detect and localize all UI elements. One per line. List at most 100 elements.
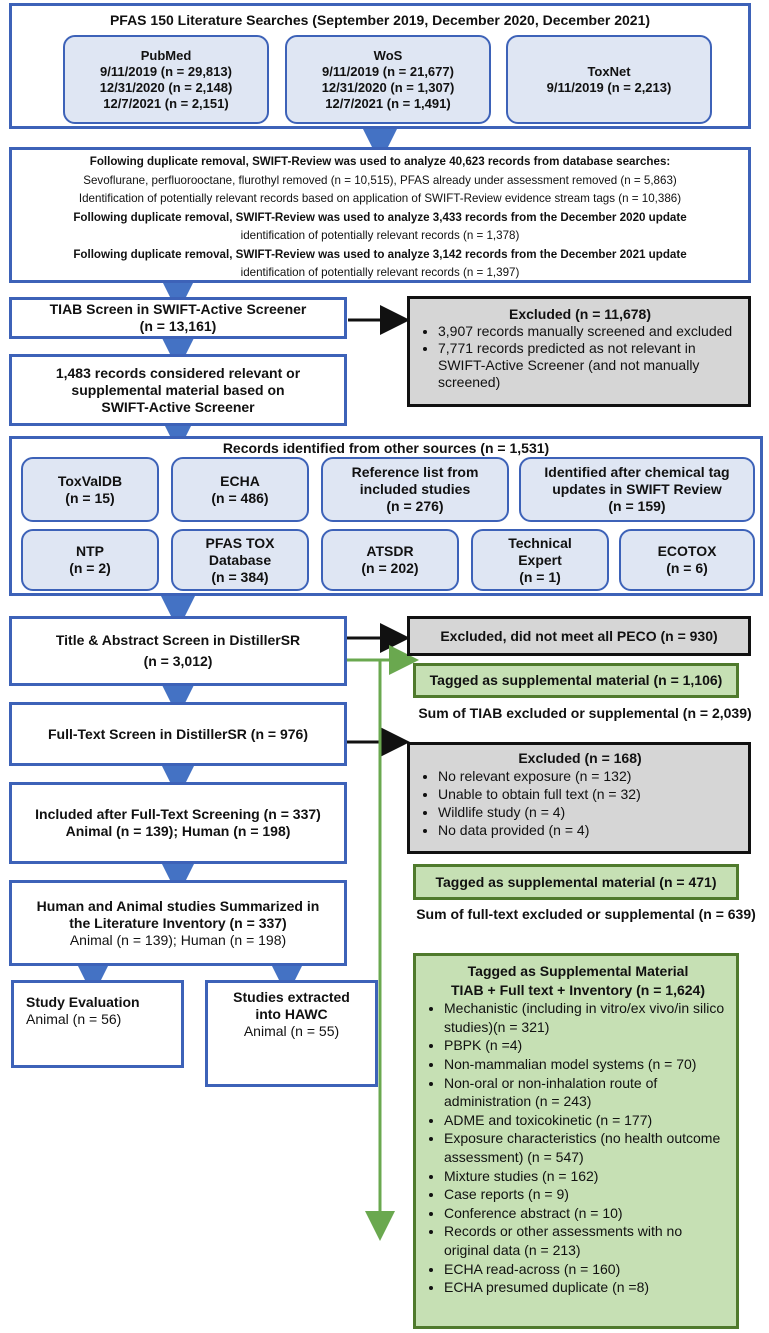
search-title: PFAS 150 Literature Searches (September …: [109, 12, 651, 28]
swift-line-4: Following duplicate removal, SWIFT-Revie…: [73, 210, 687, 224]
source-pfas-tox-database: PFAS TOX Database (n = 384): [171, 529, 309, 591]
swift-line-6: Following duplicate removal, SWIFT-Revie…: [73, 247, 687, 261]
wos-box: WoS 9/11/2019 (n = 21,677) 12/31/2020 (n…: [285, 35, 491, 124]
list-item: 3,907 records manually screened and excl…: [438, 323, 740, 340]
database-name: WoS: [373, 47, 403, 63]
swift-line-2: Sevoflurane, perfluorooctane, flurothyl …: [83, 173, 677, 187]
database-count: 12/7/2021 (n = 2,151): [103, 95, 229, 111]
sum-ft-text: Sum of full-text excluded or supplementa…: [416, 906, 756, 922]
database-name: ToxNet: [587, 63, 631, 79]
excluded-peco-box: Excluded, did not meet all PECO (n = 930…: [407, 616, 751, 656]
database-name: PubMed: [140, 47, 192, 63]
inventory-breakdown: Animal (n = 139); Human (n = 198): [69, 931, 287, 948]
list-item: Wildlife study (n = 4): [438, 803, 740, 821]
included-title: Included after Full-Text Screening (n = …: [35, 806, 321, 822]
swift-review-box: Following duplicate removal, SWIFT-Revie…: [9, 147, 751, 283]
list-item: 7,771 records predicted as not relevant …: [438, 340, 740, 391]
source-count: (n = 486): [211, 489, 269, 506]
tagged-tiab-text: Tagged as supplemental material (n = 1,1…: [429, 672, 723, 688]
relevant-records-box: 1,483 records considered relevant or sup…: [9, 354, 347, 426]
tagged-tiab-box: Tagged as supplemental material (n = 1,1…: [413, 663, 739, 698]
excluded-ft-title: Excluded (n = 168): [518, 750, 642, 766]
literature-inventory-box: Human and Animal studies Summarized in t…: [9, 880, 347, 966]
ta-screen-title: Title & Abstract Screen in DistillerSR: [55, 632, 301, 648]
included-breakdown: Animal (n = 139); Human (n = 198): [65, 823, 291, 839]
pubmed-box: PubMed 9/11/2019 (n = 29,813) 12/31/2020…: [63, 35, 269, 124]
list-item: Conference abstract (n = 10): [444, 1204, 730, 1223]
literature-search-box: PFAS 150 Literature Searches (September …: [9, 3, 751, 129]
excluded-fulltext-box: Excluded (n = 168) No relevant exposure …: [407, 742, 751, 854]
excluded-active-box: Excluded (n = 11,678) 3,907 records manu…: [407, 296, 751, 407]
source-count: (n = 2): [69, 560, 111, 576]
source-echa: ECHA (n = 486): [171, 457, 309, 522]
relevant-line: supplemental material based on: [71, 381, 285, 398]
tiab-active-screener-box: TIAB Screen in SWIFT-Active Screener (n …: [9, 297, 347, 339]
tiab-active-count: (n = 13,161): [139, 318, 217, 334]
database-count: 12/7/2021 (n = 1,491): [325, 95, 451, 111]
supplemental-list: Mechanistic (including in vitro/ex vivo/…: [426, 999, 730, 1297]
sum-tiab-text: Sum of TIAB excluded or supplemental (n …: [418, 705, 752, 721]
database-count: 9/11/2019 (n = 2,213): [546, 79, 672, 95]
list-item: No data provided (n = 4): [438, 821, 740, 839]
excluded-active-title: Excluded (n = 11,678): [508, 306, 651, 322]
list-item: No relevant exposure (n = 132): [438, 767, 740, 785]
tagged-ft-text: Tagged as supplemental material (n = 471…: [435, 873, 717, 890]
hawc-box: Studies extracted into HAWC Animal (n = …: [205, 980, 378, 1087]
source-count: (n = 15): [65, 489, 115, 506]
source-technical-expert: Technical Expert (n = 1): [471, 529, 609, 591]
source-name: Technical Expert: [508, 534, 572, 568]
swift-line-3: Identification of potentially relevant r…: [78, 192, 682, 205]
source-ecotox: ECOTOX (n = 6): [619, 529, 755, 591]
source-reference-list: Reference list from included studies (n …: [321, 457, 509, 522]
full-text-screen-box: Full-Text Screen in DistillerSR (n = 976…: [9, 702, 347, 766]
swift-line-1: Following duplicate removal, SWIFT-Revie…: [89, 155, 671, 168]
other-sources-box: Records identified from other sources (n…: [9, 436, 763, 596]
inventory-line: Human and Animal studies Summarized in: [36, 897, 320, 914]
excluded-peco-text: Excluded, did not meet all PECO (n = 930…: [440, 627, 718, 644]
tagged-fulltext-box: Tagged as supplemental material (n = 471…: [413, 864, 739, 900]
source-count: (n = 384): [211, 568, 269, 585]
hawc-title: Studies extracted into HAWC: [233, 989, 350, 1022]
inventory-line: the Literature Inventory (n = 337): [69, 914, 287, 931]
toxnet-box: ToxNet 9/11/2019 (n = 2,213): [506, 35, 712, 124]
source-count: (n = 159): [608, 498, 666, 514]
source-name: ToxValDB: [57, 472, 123, 489]
source-count: (n = 276): [386, 498, 444, 514]
evaluation-title: Study Evaluation: [26, 994, 140, 1010]
source-count: (n = 202): [361, 560, 419, 576]
swift-line-5: identification of potentially relevant r…: [240, 229, 520, 242]
source-name: ATSDR: [366, 543, 414, 559]
list-item: ADME and toxicokinetic (n = 177): [444, 1111, 730, 1130]
swift-line-7: identification of potentially relevant r…: [240, 266, 520, 279]
other-sources-title: Records identified from other sources (n…: [222, 440, 550, 456]
list-item: ECHA presumed duplicate (n =8): [444, 1278, 730, 1297]
ta-screen-count: (n = 3,012): [143, 653, 213, 669]
source-toxvaldb: ToxValDB (n = 15): [21, 457, 159, 522]
source-name: ECHA: [220, 472, 260, 489]
list-item: Mechanistic (including in vitro/ex vivo/…: [444, 999, 730, 1036]
database-count: 12/31/2020 (n = 2,148): [99, 79, 233, 95]
evaluation-count: Animal (n = 56): [26, 1011, 122, 1027]
database-count: 12/31/2020 (n = 1,307): [321, 79, 455, 95]
list-item: Case reports (n = 9): [444, 1185, 730, 1204]
source-name: PFAS TOX Database: [205, 534, 275, 568]
excluded-ft-list: No relevant exposure (n = 132) Unable to…: [420, 767, 740, 839]
list-item: ECHA read-across (n = 160): [444, 1260, 730, 1279]
relevant-line: SWIFT-Active Screener: [101, 398, 255, 415]
supplemental-subtitle: TIAB + Full text + Inventory (n = 1,624): [450, 981, 705, 998]
database-count: 9/11/2019 (n = 29,813): [100, 63, 232, 79]
list-item: Mixture studies (n = 162): [444, 1167, 730, 1186]
source-count: (n = 6): [666, 560, 708, 576]
list-item: Non-oral or non-inhalation route of admi…: [444, 1074, 730, 1111]
list-item: Records or other assessments with no ori…: [444, 1222, 730, 1259]
source-count: (n = 1): [519, 568, 561, 585]
list-item: Exposure characteristics (no health outc…: [444, 1129, 730, 1166]
source-name: Identified after chemical tag updates in…: [544, 464, 730, 497]
source-name: NTP: [76, 543, 104, 559]
study-evaluation-box: Study Evaluation Animal (n = 56): [11, 980, 184, 1068]
database-count: 9/11/2019 (n = 21,677): [322, 63, 454, 79]
included-box: Included after Full-Text Screening (n = …: [9, 782, 347, 864]
excluded-active-list: 3,907 records manually screened and excl…: [420, 323, 740, 391]
ft-screen-text: Full-Text Screen in DistillerSR (n = 976…: [48, 725, 308, 742]
